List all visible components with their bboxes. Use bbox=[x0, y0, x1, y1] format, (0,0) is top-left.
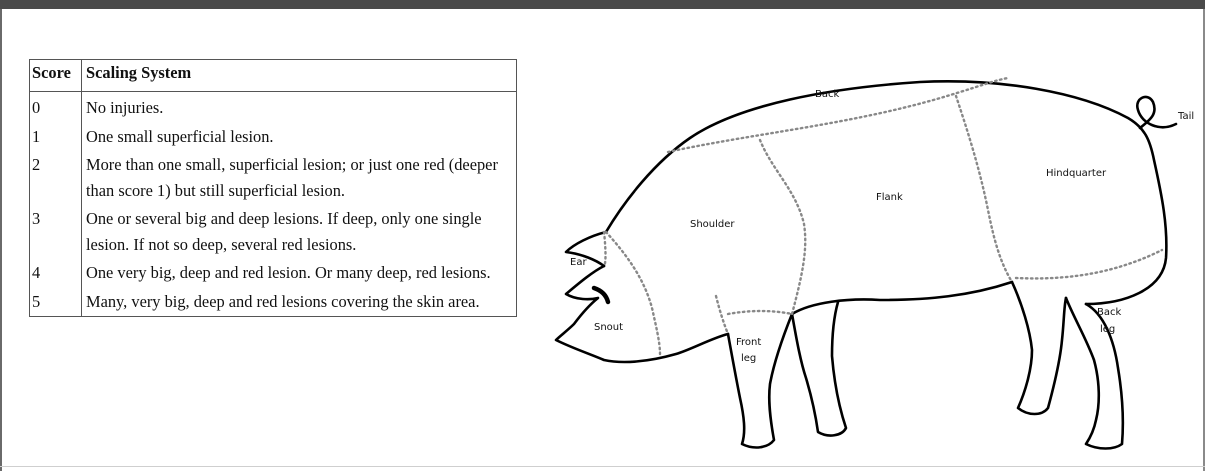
score-column-header: Score bbox=[30, 60, 82, 92]
score-cell: 3 bbox=[30, 203, 82, 257]
divider-shoulder-flank bbox=[760, 140, 805, 314]
label-snout: Snout bbox=[594, 322, 623, 333]
divider-frontleg-belly bbox=[728, 311, 792, 314]
pig-body-regions-diagram: Back Tail Hindquarter Flank Shoulder Ear… bbox=[540, 60, 1205, 471]
scaling-system-column-header: Scaling System bbox=[82, 60, 517, 92]
divider-head-shoulder bbox=[606, 232, 660, 354]
top-border bbox=[0, 0, 1205, 9]
description-cell: One small superficial lesion. bbox=[82, 121, 517, 150]
description-cell: More than one small, superficial lesion;… bbox=[82, 149, 517, 203]
score-cell: 0 bbox=[30, 92, 82, 121]
label-ear: Ear bbox=[570, 257, 587, 268]
score-cell: 1 bbox=[30, 121, 82, 150]
description-cell: One very big, deep and red lesion. Or ma… bbox=[82, 257, 517, 286]
description-cell: Many, very big, deep and red lesions cov… bbox=[82, 286, 517, 317]
label-hindquarter: Hindquarter bbox=[1046, 168, 1107, 179]
score-cell: 4 bbox=[30, 257, 82, 286]
label-tail: Tail bbox=[1177, 111, 1194, 122]
table-row: 2 More than one small, superficial lesio… bbox=[30, 149, 517, 203]
label-front-leg-line1: Front bbox=[736, 337, 761, 348]
label-back: Back bbox=[815, 89, 839, 100]
left-border bbox=[0, 9, 2, 471]
region-dividers bbox=[604, 78, 1162, 354]
divider-ear-base bbox=[604, 232, 606, 266]
label-back-leg-line2: leg bbox=[1100, 324, 1115, 335]
score-cell: 2 bbox=[30, 149, 82, 203]
score-cell: 5 bbox=[30, 286, 82, 317]
divider-flank-hindquarter bbox=[956, 96, 1012, 282]
table-row: 1 One small superficial lesion. bbox=[30, 121, 517, 150]
divider-hindquarter-backleg bbox=[1016, 250, 1162, 278]
table-row: 0 No injuries. bbox=[30, 92, 517, 121]
table-row: 4 One very big, deep and red lesion. Or … bbox=[30, 257, 517, 286]
label-back-leg-line1: Back bbox=[1097, 307, 1121, 318]
table-row: 3 One or several big and deep lesions. I… bbox=[30, 203, 517, 257]
label-front-leg-line2: leg bbox=[741, 353, 756, 364]
label-shoulder: Shoulder bbox=[690, 219, 735, 230]
lesion-score-table: Score Scaling System 0 No injuries. 1 On… bbox=[29, 59, 517, 317]
table-row: 5 Many, very big, deep and red lesions c… bbox=[30, 286, 517, 317]
description-cell: No injuries. bbox=[82, 92, 517, 121]
pig-outline bbox=[556, 81, 1176, 448]
divider-shoulder-frontleg bbox=[716, 296, 728, 334]
label-flank: Flank bbox=[876, 192, 903, 203]
table-header-row: Score Scaling System bbox=[30, 60, 517, 92]
region-labels: Back Tail Hindquarter Flank Shoulder Ear… bbox=[570, 89, 1194, 364]
description-cell: One or several big and deep lesions. If … bbox=[82, 203, 517, 257]
